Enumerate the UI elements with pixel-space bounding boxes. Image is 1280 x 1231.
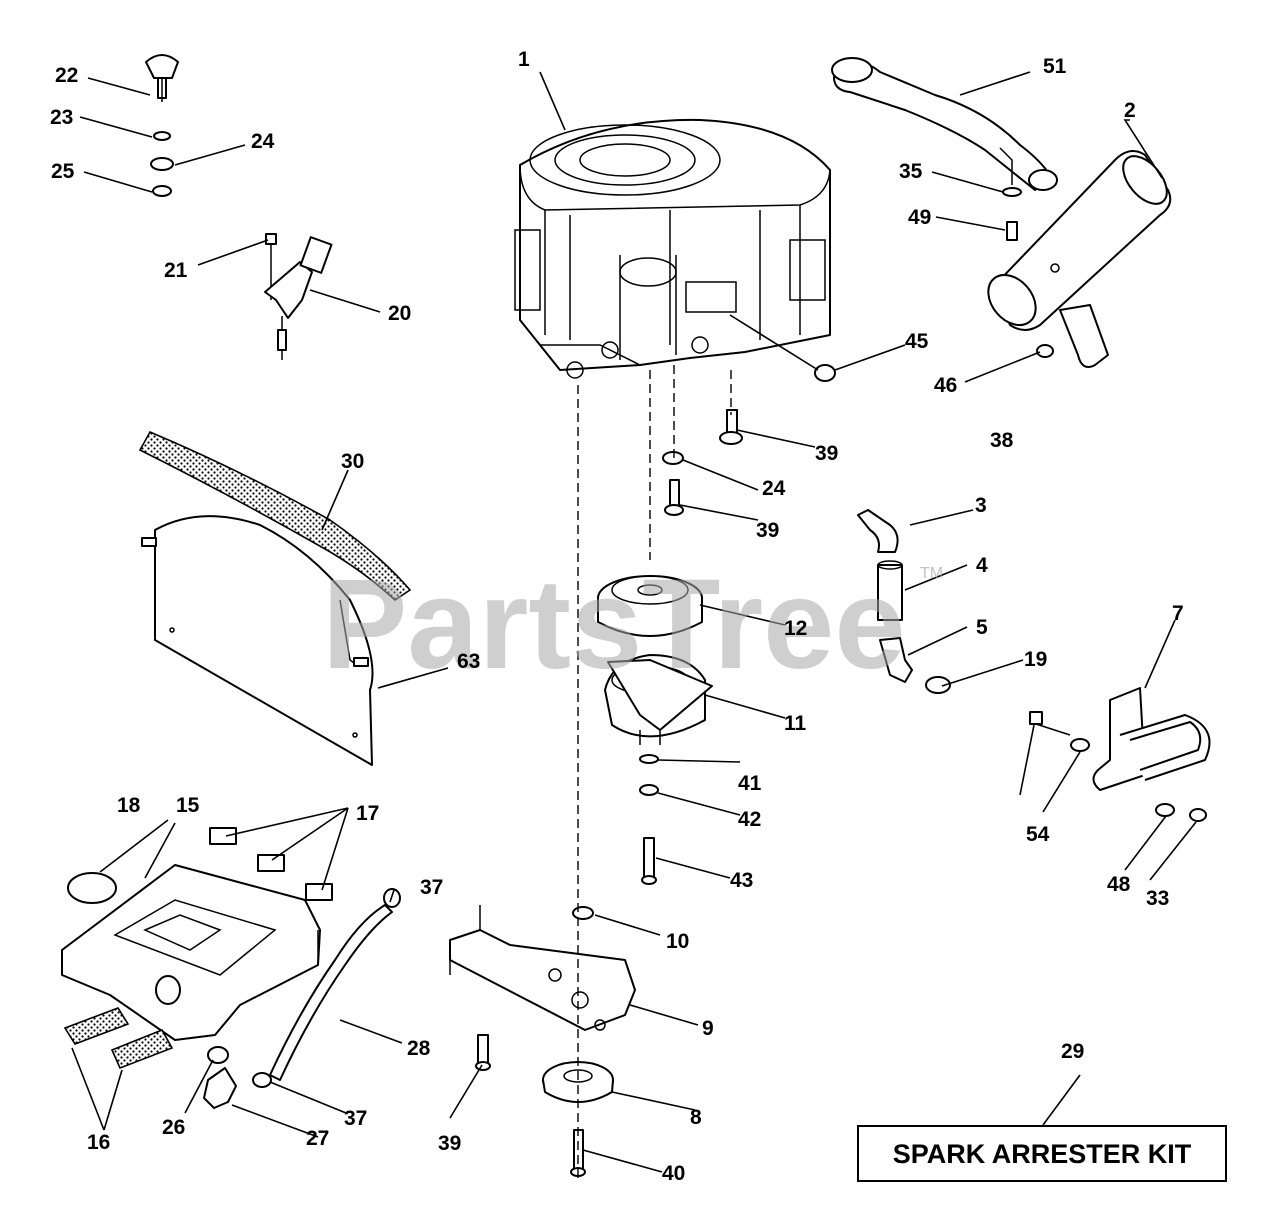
callout-21: 21 bbox=[164, 259, 188, 282]
throttle-control-part bbox=[264, 233, 333, 360]
callout-24b: 24 bbox=[762, 477, 786, 500]
callout-3: 3 bbox=[975, 494, 987, 517]
callout-24a: 24 bbox=[251, 130, 275, 153]
watermark-text: PartsTree bbox=[322, 553, 906, 696]
watermark-trademark: TM bbox=[920, 565, 943, 582]
electric-clutch-part bbox=[604, 654, 713, 745]
callout-23: 23 bbox=[50, 106, 73, 129]
callout-4: 4 bbox=[976, 554, 988, 577]
callout-10: 10 bbox=[666, 930, 689, 953]
callout-41: 41 bbox=[738, 772, 762, 795]
spark-arrester-kit-box: SPARK ARRESTER KIT bbox=[857, 1125, 1227, 1182]
callout-37b: 37 bbox=[344, 1107, 367, 1130]
callout-8: 8 bbox=[690, 1106, 702, 1129]
callout-19: 19 bbox=[1024, 648, 1047, 671]
engine-pan-part bbox=[61, 827, 333, 1070]
callout-39c: 39 bbox=[438, 1132, 461, 1155]
leader-lines bbox=[71, 71, 1197, 1173]
idler-pulley-part bbox=[475, 1034, 614, 1177]
callout-numbers: 1 2 3 4 5 7 8 9 10 11 12 15 16 17 18 19 … bbox=[50, 48, 1184, 1185]
callout-48: 48 bbox=[1107, 873, 1131, 896]
callout-42: 42 bbox=[738, 808, 761, 831]
callout-49: 49 bbox=[908, 206, 931, 229]
callout-29: 29 bbox=[1061, 1040, 1084, 1063]
callout-27: 27 bbox=[306, 1127, 329, 1150]
belt-guard-part bbox=[138, 430, 412, 766]
callout-20: 20 bbox=[388, 302, 411, 325]
clutch-bolt-part bbox=[639, 754, 659, 885]
callout-9: 9 bbox=[702, 1017, 714, 1040]
callout-22: 22 bbox=[55, 64, 78, 87]
callout-38: 38 bbox=[990, 429, 1014, 452]
callout-45: 45 bbox=[905, 330, 929, 353]
spark-arrester-kit-label: SPARK ARRESTER KIT bbox=[893, 1139, 1192, 1169]
callout-63: 63 bbox=[457, 650, 480, 673]
callout-5: 5 bbox=[976, 616, 988, 639]
callout-46: 46 bbox=[934, 374, 957, 397]
callout-37a: 37 bbox=[420, 876, 443, 899]
callout-1: 1 bbox=[518, 48, 530, 71]
muffler-part bbox=[987, 150, 1172, 368]
callout-51: 51 bbox=[1043, 55, 1067, 78]
pulley-part bbox=[597, 575, 703, 637]
callout-11: 11 bbox=[784, 712, 807, 735]
exhaust-pipe-part bbox=[831, 57, 1058, 191]
callout-43: 43 bbox=[730, 869, 753, 892]
fuel-line-part bbox=[203, 888, 401, 1109]
callout-26: 26 bbox=[162, 1116, 185, 1139]
callout-39b: 39 bbox=[756, 519, 779, 542]
callout-2: 2 bbox=[1124, 99, 1136, 122]
engine-part bbox=[514, 118, 831, 379]
callout-18: 18 bbox=[117, 794, 141, 817]
callout-40: 40 bbox=[662, 1162, 685, 1185]
callout-28: 28 bbox=[407, 1037, 431, 1060]
callout-16: 16 bbox=[87, 1131, 110, 1154]
callout-12: 12 bbox=[784, 617, 807, 640]
center-bolts-part bbox=[662, 409, 743, 516]
engine-bracket-part bbox=[449, 905, 636, 1031]
callout-15: 15 bbox=[176, 794, 200, 817]
callout-54: 54 bbox=[1026, 823, 1050, 846]
choke-knob-part bbox=[145, 54, 179, 197]
callout-35: 35 bbox=[899, 160, 923, 183]
callout-7: 7 bbox=[1172, 602, 1184, 625]
callout-17: 17 bbox=[356, 802, 379, 825]
muffler-bracket-part bbox=[1029, 687, 1211, 822]
callout-39a: 39 bbox=[815, 442, 838, 465]
callout-30: 30 bbox=[341, 450, 364, 473]
callout-33: 33 bbox=[1146, 887, 1169, 910]
oil-drain-fittings-part bbox=[857, 509, 951, 694]
callout-25: 25 bbox=[51, 160, 75, 183]
